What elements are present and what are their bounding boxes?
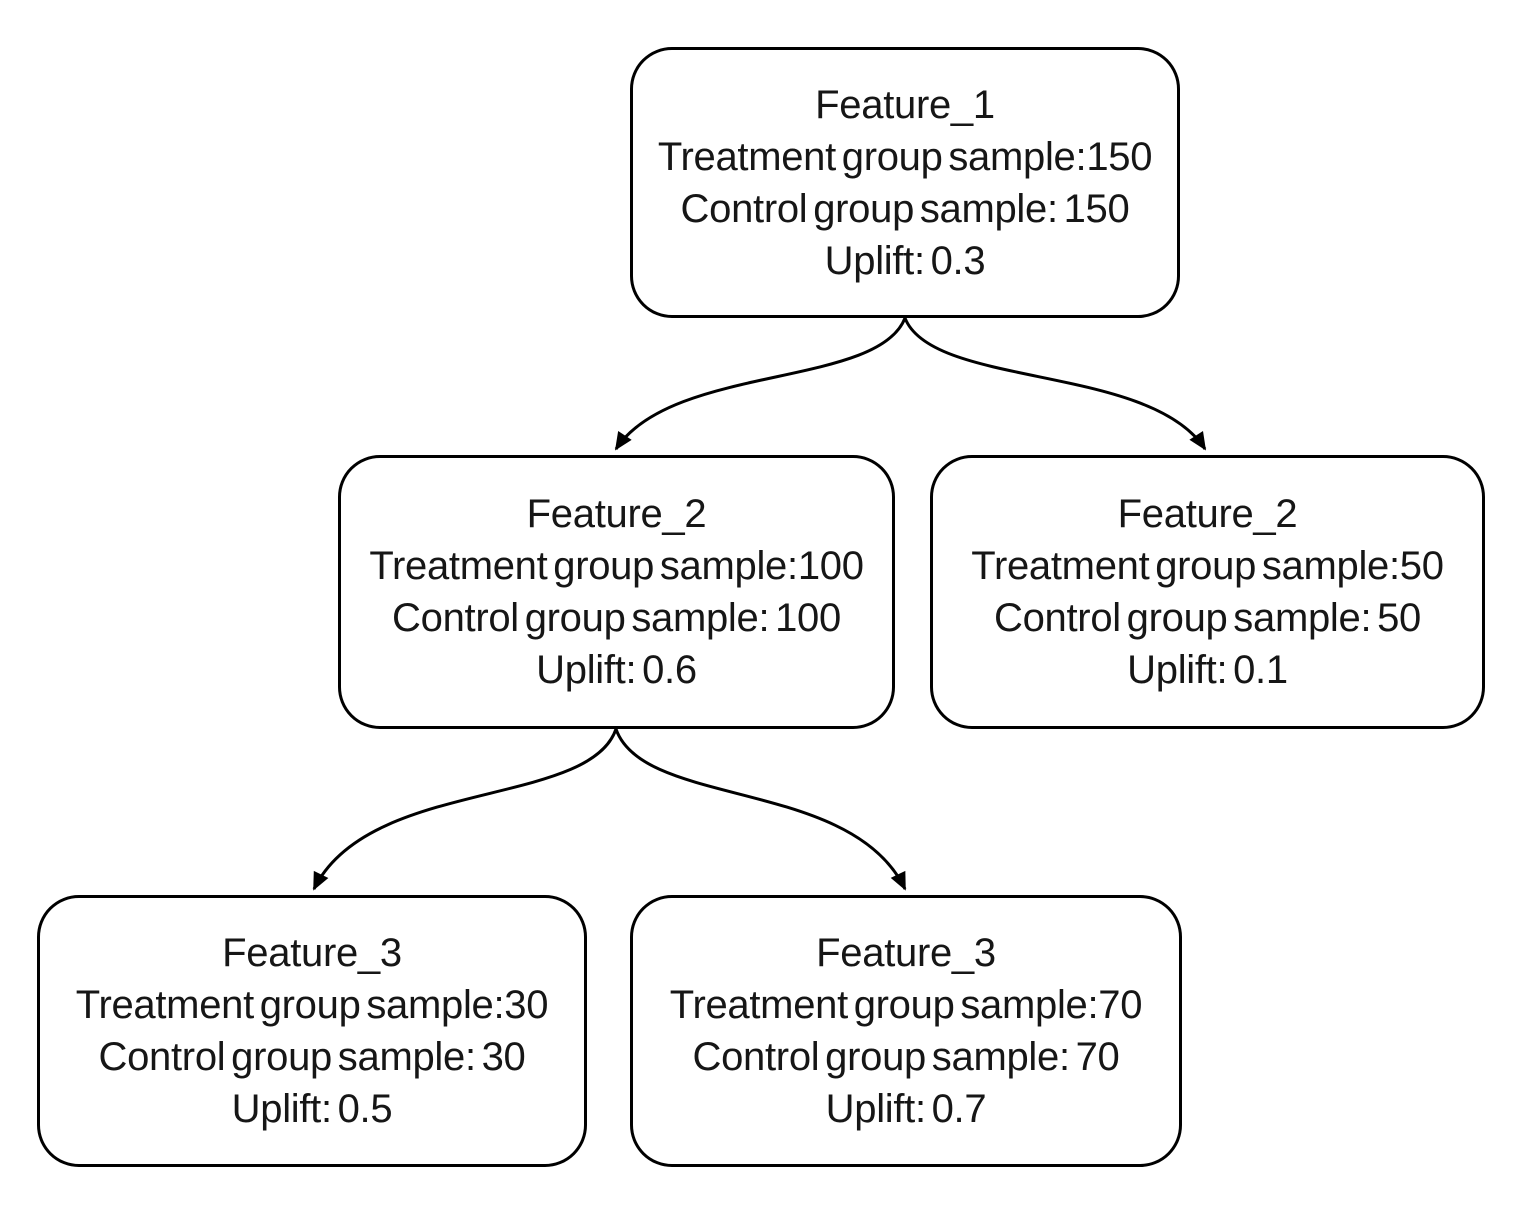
node-treatment-line: Treatment group sample:150 bbox=[657, 134, 1153, 179]
tree-node-left: Feature_2 Treatment group sample:100 Con… bbox=[338, 455, 895, 729]
node-control-line: Control group sample: 100 bbox=[392, 596, 841, 640]
node-treatment-line: Treatment group sample:100 bbox=[369, 544, 864, 588]
node-feature-name: Feature_2 bbox=[1117, 492, 1298, 536]
edge-root-to-right bbox=[903, 317, 1207, 451]
node-uplift-line: Uplift: 0.1 bbox=[1127, 648, 1288, 692]
node-feature-name: Feature_3 bbox=[816, 931, 996, 975]
tree-node-left-left: Feature_3 Treatment group sample:30 Cont… bbox=[37, 895, 587, 1167]
node-uplift-line: Uplift: 0.3 bbox=[824, 238, 986, 283]
node-control-line: Control group sample: 50 bbox=[994, 596, 1421, 640]
edge-root-to-left bbox=[614, 317, 907, 451]
node-feature-name: Feature_3 bbox=[222, 931, 402, 975]
edge-left-to-left-right bbox=[614, 728, 907, 891]
edge-left-to-left-left bbox=[312, 728, 618, 891]
node-control-line: Control group sample: 30 bbox=[98, 1035, 526, 1079]
node-feature-name: Feature_1 bbox=[815, 82, 995, 127]
node-treatment-line: Treatment group sample:70 bbox=[669, 983, 1143, 1027]
node-uplift-line: Uplift: 0.5 bbox=[231, 1087, 393, 1131]
node-treatment-line: Treatment group sample:50 bbox=[971, 544, 1444, 588]
tree-node-right: Feature_2 Treatment group sample:50 Cont… bbox=[930, 455, 1485, 729]
tree-node-root: Feature_1 Treatment group sample:150 Con… bbox=[630, 47, 1180, 318]
node-uplift-line: Uplift: 0.7 bbox=[825, 1087, 987, 1131]
node-feature-name: Feature_2 bbox=[526, 492, 707, 536]
tree-node-left-right: Feature_3 Treatment group sample:70 Cont… bbox=[630, 895, 1182, 1167]
node-uplift-line: Uplift: 0.6 bbox=[536, 648, 697, 692]
node-control-line: Control group sample: 70 bbox=[692, 1035, 1120, 1079]
node-control-line: Control group sample: 150 bbox=[680, 186, 1130, 231]
node-treatment-line: Treatment group sample:30 bbox=[75, 983, 549, 1027]
